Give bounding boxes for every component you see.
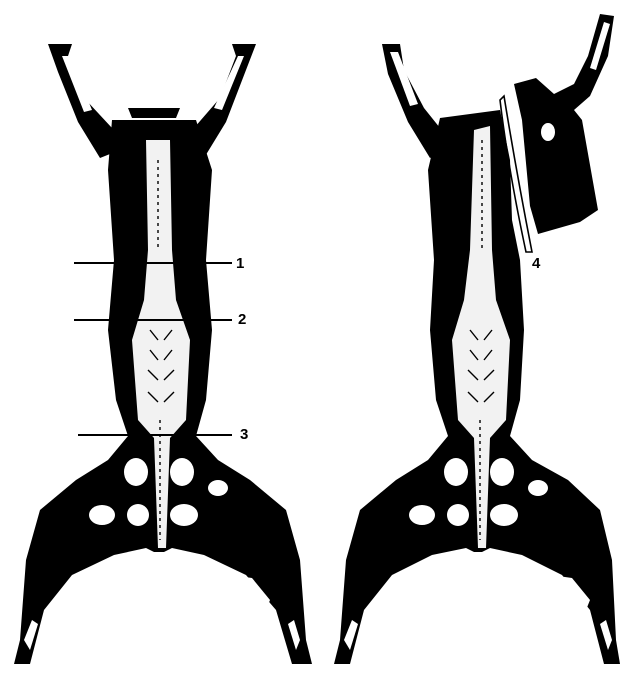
right-carcass: 4 [334, 14, 620, 664]
left-carcass: 1 2 3 [14, 44, 312, 664]
cut-label-1: 1 [236, 255, 244, 272]
cut-label-4: 4 [532, 255, 541, 272]
cut-label-3: 3 [240, 426, 248, 443]
cut-label-2: 2 [238, 311, 246, 328]
